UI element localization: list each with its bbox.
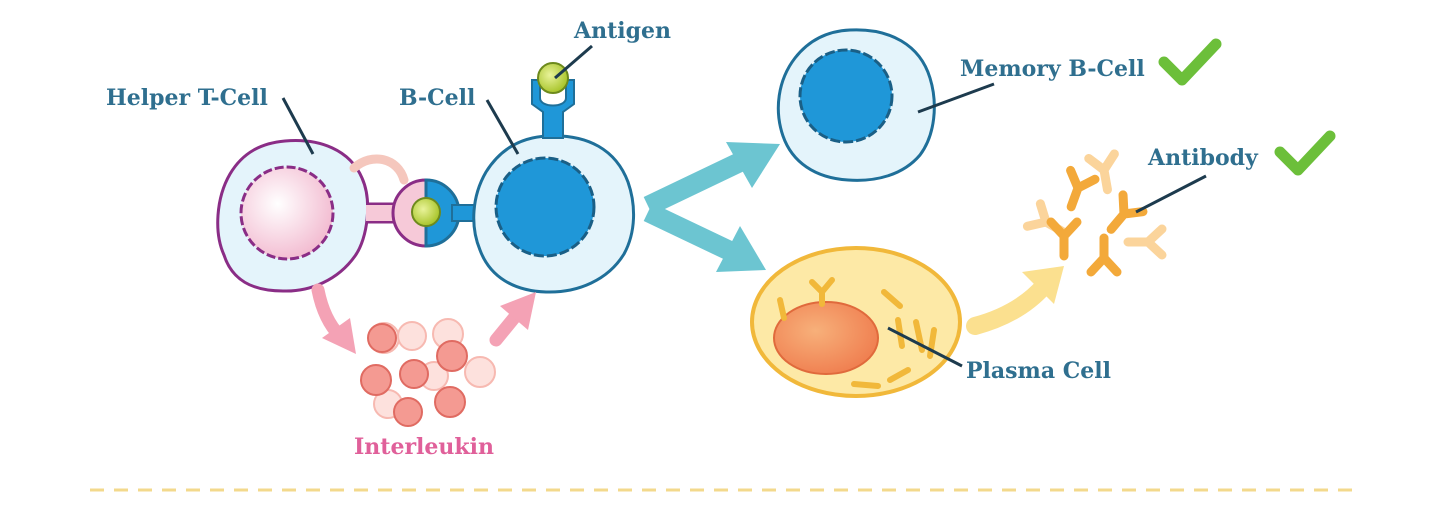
label-antibody: Antibody	[1147, 145, 1259, 171]
b-cell	[472, 62, 636, 294]
memory-b-cell	[776, 28, 936, 182]
antibody	[1046, 217, 1082, 261]
presented-antigen	[411, 197, 441, 227]
arrow-to-plasma-cell	[643, 202, 737, 262]
mhc-antigen-complex	[391, 178, 483, 248]
helper-t-cell-receptor-arc	[349, 154, 409, 185]
b-cell-receptor	[531, 79, 575, 139]
arrow-to-antibodies	[966, 266, 1064, 335]
label-b-cell: B-Cell	[399, 85, 475, 111]
label-memory-b-cell: Memory B-Cell	[960, 56, 1145, 82]
antibody	[1086, 233, 1122, 277]
plasma-cell	[750, 246, 962, 398]
plasma-cell-nucleus	[773, 301, 879, 375]
arrow-to-memory-b-cell	[643, 152, 745, 216]
label-antigen: Antigen	[573, 18, 671, 44]
leader-lines	[281, 44, 1207, 368]
antibody	[1123, 224, 1167, 260]
label-interleukin: Interleukin	[354, 434, 494, 460]
antibody	[1106, 190, 1148, 234]
antibody-check-icon	[1274, 130, 1336, 176]
label-helper-t-cell: Helper T-Cell	[106, 85, 268, 111]
antibody-cluster	[1022, 149, 1167, 277]
antibody	[1066, 165, 1100, 212]
label-plasma-cell: Plasma Cell	[966, 358, 1111, 384]
differentiation-arrows	[643, 142, 780, 272]
helper-t-cell	[216, 139, 409, 293]
b-cell-nucleus	[494, 156, 596, 258]
antibody	[1084, 149, 1119, 195]
memory-b-cell-check-icon	[1158, 38, 1222, 86]
helper-t-cell-nucleus	[239, 165, 335, 261]
antigen-particle	[537, 62, 569, 94]
memory-b-cell-nucleus	[798, 48, 894, 144]
interleukin-arrows	[311, 283, 536, 354]
interleukin-particles	[360, 318, 496, 427]
